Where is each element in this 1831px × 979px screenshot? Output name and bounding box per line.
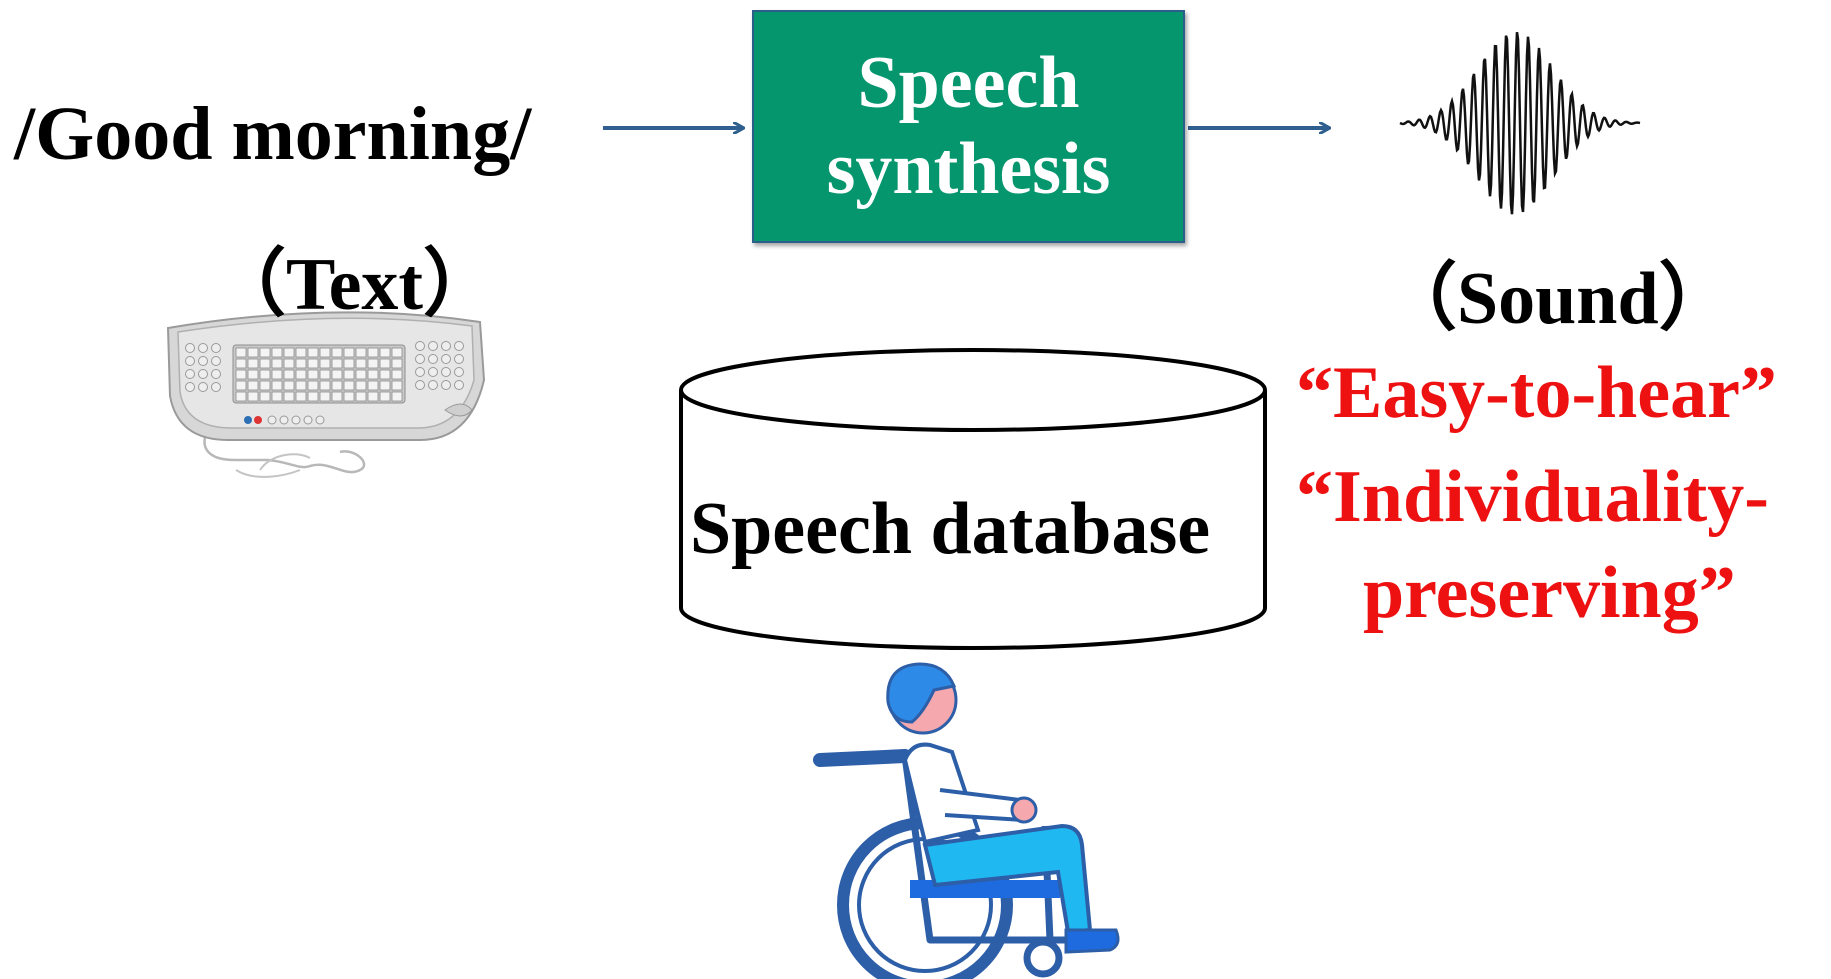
keyboard-icon (166, 311, 486, 478)
quality-easy-to-hear: “Easy-to-hear” (1296, 352, 1777, 434)
speech-synthesis-label: Speech synthesis (826, 42, 1111, 210)
input-text: /Good morning/ (14, 92, 532, 176)
wheelchair-user-icon (813, 662, 1120, 979)
speech-synthesis-box: Speech synthesis (752, 10, 1185, 243)
speech-database-label: Speech database (690, 488, 1211, 570)
quality-preserving: preserving” (1363, 552, 1736, 634)
text-label: （Text） (212, 244, 498, 326)
waveform-icon (1399, 32, 1641, 215)
database-cylinder-icon (679, 348, 1267, 650)
quality-individuality: “Individuality- (1296, 456, 1769, 538)
sound-label: （Sound） (1383, 258, 1733, 340)
